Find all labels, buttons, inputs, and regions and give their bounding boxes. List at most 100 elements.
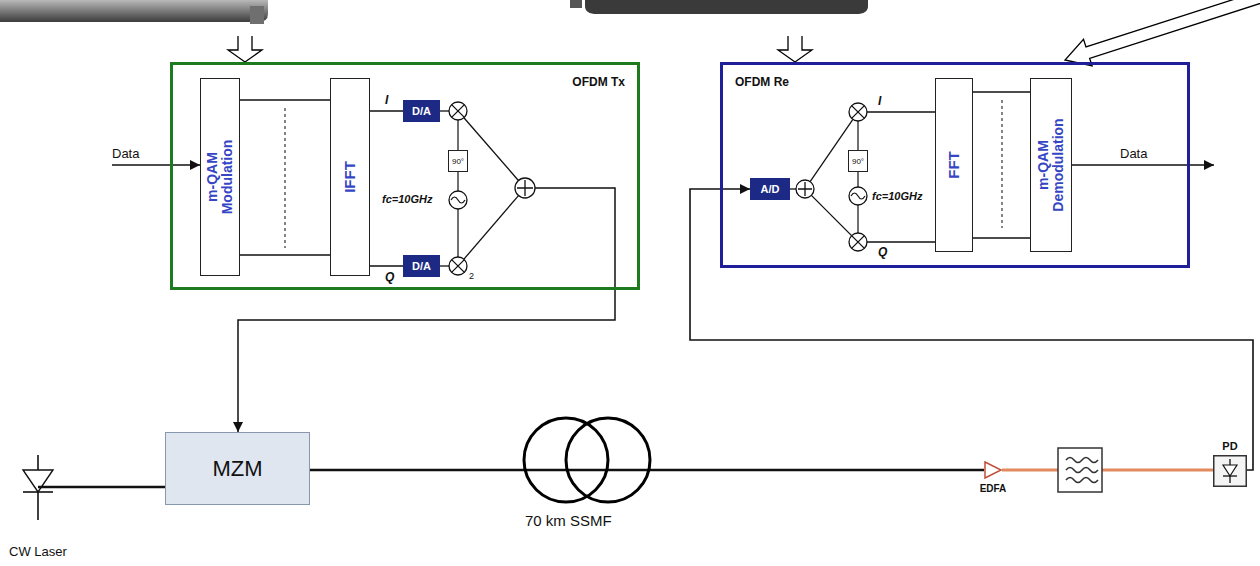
- mixer-symbol: [449, 102, 467, 120]
- process-block: FFT: [935, 78, 973, 252]
- node-label: FFT: [946, 110, 962, 220]
- converter-box: D/A: [403, 100, 440, 122]
- data-label: Data: [1120, 146, 1147, 161]
- system-block: OFDM Tx m-QAM Modulation IFFT D/A D/A 90°: [170, 62, 640, 290]
- wire: [464, 118, 519, 181]
- connector: [310, 469, 984, 472]
- wire: [790, 188, 796, 189]
- wire: [440, 110, 449, 111]
- adder-symbol: [515, 178, 535, 198]
- filter-symbol: [1066, 458, 1098, 483]
- dashed-line: [1001, 100, 1002, 228]
- equipment-photo: [585, 0, 868, 14]
- signal-label: I: [878, 94, 881, 108]
- amplifier-symbol: EDFA: [984, 461, 1002, 479]
- mixer-symbol: [849, 233, 867, 251]
- modulator-box: MZM: [165, 432, 310, 505]
- wire: [440, 265, 449, 266]
- photodiode-symbol: [1213, 455, 1247, 487]
- node-label: 90°: [852, 157, 864, 166]
- adder-symbol: [517, 180, 533, 196]
- converter-box: A/D: [750, 178, 790, 200]
- node-label: D/A: [412, 105, 431, 117]
- hollow-arrow: [228, 36, 262, 62]
- connector: [240, 254, 330, 255]
- wire: [810, 119, 853, 181]
- connector: [370, 265, 403, 266]
- mixer-symbol: [452, 260, 465, 273]
- node-label: m-QAM Modulation: [205, 122, 234, 232]
- data-arrow: [1072, 164, 1214, 166]
- converter-box: D/A: [403, 255, 440, 277]
- wire: [457, 209, 458, 257]
- system-block: OFDM Re A/D 90° FFT m-QAM Demodulation: [720, 62, 1190, 268]
- node-label: 90°: [452, 157, 464, 166]
- mixer-symbol: [852, 236, 865, 249]
- mixer-symbol: [849, 103, 867, 121]
- oscillator-symbol: [849, 187, 867, 205]
- signal-label: Q: [385, 270, 394, 284]
- oscillator-symbol: [451, 197, 465, 203]
- connector: [238, 290, 615, 432]
- wire: [857, 205, 858, 233]
- connector: [370, 110, 403, 111]
- wire: [867, 111, 935, 112]
- photodiode-symbol: [1214, 456, 1247, 487]
- fiber-label: 70 km SSMF: [525, 512, 612, 529]
- process-block: m-QAM Modulation: [200, 78, 240, 276]
- node-label: m-QAM Demodulation: [1036, 110, 1065, 220]
- connector: [58, 486, 165, 489]
- equipment-photo: [570, 0, 582, 8]
- mixer-symbol: [452, 105, 465, 118]
- process-block: m-QAM Demodulation: [1030, 78, 1072, 252]
- phase-shifter: 90°: [448, 150, 468, 172]
- photodiode-symbol: [1223, 465, 1237, 476]
- node-label: CW Laser: [9, 544, 67, 559]
- wire: [857, 121, 858, 150]
- connector: [973, 237, 1030, 238]
- signal-label: I: [385, 93, 388, 107]
- amplifier-symbol: [985, 462, 1001, 478]
- adder-symbol: [796, 180, 814, 198]
- equipment-photo: [0, 0, 268, 22]
- connector: [973, 91, 1030, 92]
- oscillator-symbol: [851, 193, 865, 199]
- node-label: A/D: [761, 183, 780, 195]
- node-label: PD: [1222, 440, 1237, 452]
- index-number: 2: [469, 271, 474, 281]
- adder-symbol: [798, 182, 812, 196]
- dashed-line: [284, 108, 285, 248]
- hollow-arrow: [778, 36, 812, 62]
- wire: [535, 188, 615, 290]
- laser-symbol: [23, 470, 53, 492]
- process-block: IFFT: [330, 78, 370, 276]
- wire: [464, 196, 519, 260]
- node-label: MZM: [212, 456, 262, 482]
- filter-symbol: [1058, 448, 1102, 492]
- node-label: D/A: [412, 260, 431, 272]
- block-heading: OFDM Tx: [572, 75, 625, 89]
- laser-symbol: [23, 491, 53, 493]
- node-label: EDFA: [980, 483, 1007, 494]
- wire: [857, 172, 858, 187]
- equipment-photo: [250, 6, 264, 24]
- block-heading: OFDM Re: [735, 75, 789, 89]
- mixer-symbol: [852, 106, 865, 119]
- amplifier-symbol: [984, 461, 1002, 479]
- laser-symbol: CW Laser: [18, 455, 58, 520]
- fiber-coil: [566, 418, 650, 502]
- frequency-label: fc=10GHz: [872, 190, 922, 202]
- wire: [457, 172, 458, 191]
- wire: [867, 241, 935, 242]
- laser-symbol: [38, 486, 58, 489]
- frequency-label: fc=10GHz: [382, 193, 432, 205]
- connector: [240, 99, 330, 100]
- connector: [1002, 469, 1213, 472]
- data-arrow: [112, 164, 200, 166]
- oscillator-symbol: [449, 191, 467, 209]
- mixer-symbol: [449, 257, 467, 275]
- hollow-arrow: [1065, 0, 1260, 66]
- wire: [457, 120, 458, 150]
